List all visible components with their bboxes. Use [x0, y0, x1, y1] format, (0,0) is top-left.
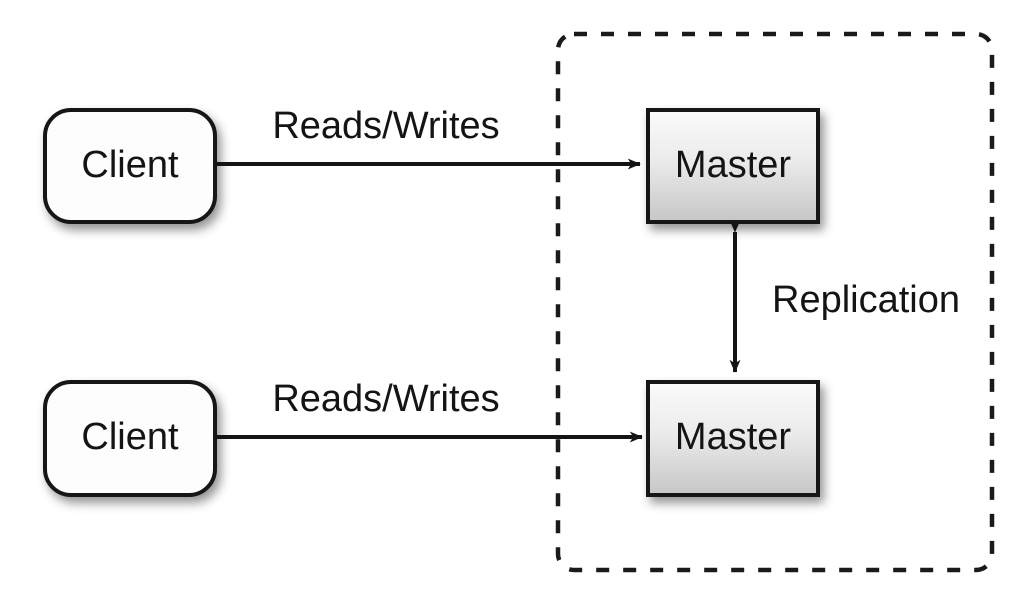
master-bottom-box[interactable]	[646, 380, 820, 497]
replication-label: Replication	[772, 279, 960, 321]
client-top-label: Client	[81, 144, 179, 186]
node-master-top[interactable]: Master	[646, 108, 820, 224]
edge-reads-writes-bottom: Reads/Writes	[215, 378, 643, 443]
client-bottom-label: Client	[81, 416, 179, 458]
edge-replication: Replication	[729, 219, 960, 373]
master-top-box[interactable]	[646, 108, 820, 224]
master-top-label: Master	[675, 144, 791, 186]
node-client-top[interactable]: Client	[43, 108, 217, 224]
replication-boundary	[555, 31, 995, 573]
node-client-bottom[interactable]: Client	[43, 380, 217, 497]
edge-bottom-label: Reads/Writes	[272, 378, 499, 420]
edge-reads-writes-top: Reads/Writes	[215, 105, 641, 170]
edge-top-label: Reads/Writes	[272, 105, 499, 147]
master-bottom-label: Master	[675, 416, 791, 458]
node-master-bottom[interactable]: Master	[646, 380, 820, 497]
